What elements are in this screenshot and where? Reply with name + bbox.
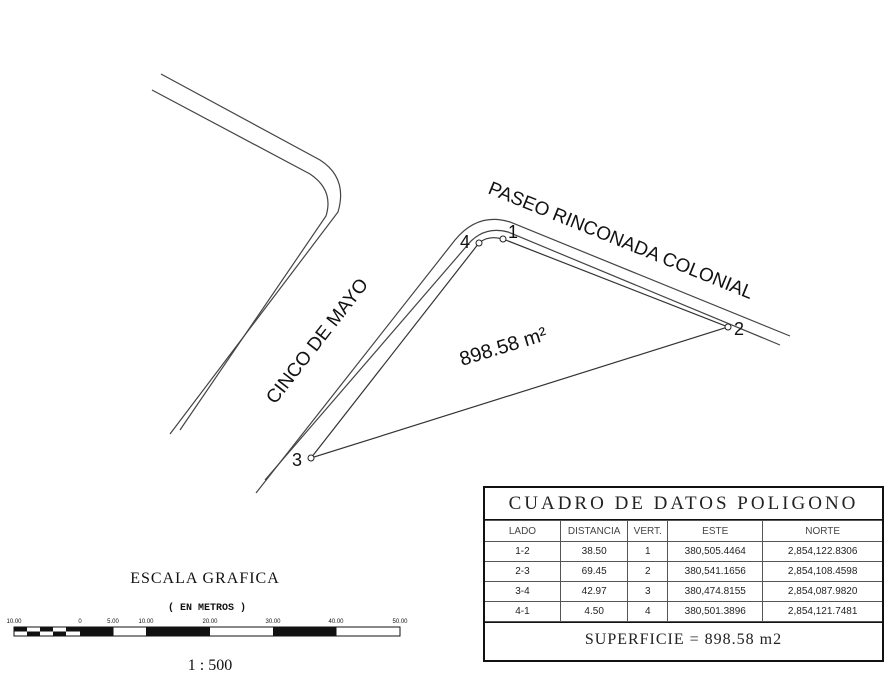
vertex-marker-3: [307, 454, 315, 462]
table-title: CUADRO DE DATOS POLIGONO: [485, 488, 882, 520]
table-cell: 3-4: [485, 581, 561, 602]
street-label-cinco-de-mayo: CINCO DE MAYO: [262, 275, 373, 408]
table-cell: 1-2: [485, 541, 561, 562]
table-header-row: LADO DISTANCIA VERT. ESTE NORTE: [485, 520, 882, 542]
table-cell: 2,854,121.7481: [762, 601, 882, 622]
table-cell: 3: [627, 581, 669, 602]
vertex-marker-4: [475, 239, 483, 247]
vertex-label-4: 4: [460, 232, 470, 252]
coordinates-table: LADO DISTANCIA VERT. ESTE NORTE 1-2 38.5…: [485, 520, 882, 622]
column-header: VERT.: [627, 520, 669, 542]
table-cell: 2,854,108.4598: [762, 561, 882, 582]
table-row: 1-2 38.50 1 380,505.4464 2,854,122.8306: [485, 541, 882, 562]
scale-tick: 10.00: [6, 619, 22, 625]
table-cell: 38.50: [559, 541, 629, 562]
column-header: ESTE: [667, 520, 764, 542]
table-cell: 4-1: [485, 601, 561, 622]
table-cell: 2: [627, 561, 669, 582]
vertex-marker-2: [724, 323, 732, 331]
column-header: NORTE: [762, 520, 882, 542]
vertex-marker-1: [499, 235, 507, 243]
vertex-label-3: 3: [292, 450, 302, 470]
scale-tick: 50.00: [392, 619, 408, 625]
table-footer-area: SUPERFICIE = 898.58 m2: [485, 622, 882, 656]
scale-bar-subtitle: ( EN METROS ): [168, 602, 246, 614]
vertex-label-2: 2: [734, 319, 744, 339]
scale-bar: ESCALA GRAFICA ( EN METROS ) 10.00 0 5.0…: [6, 570, 408, 673]
table-cell: 2,854,122.8306: [762, 541, 882, 562]
polygon-data-table: CUADRO DE DATOS POLIGONO LADO DISTANCIA …: [483, 486, 884, 662]
scale-tick: 0: [78, 619, 82, 625]
table-cell: 4: [627, 601, 669, 622]
column-header: DISTANCIA: [559, 520, 629, 542]
table-cell: 2,854,087.9820: [762, 581, 882, 602]
scale-tick: 5.00: [107, 619, 119, 625]
table-row: 2-3 69.45 2 380,541.1656 2,854,108.4598: [485, 561, 882, 582]
street-cinco-de-mayo-lines: [151, 73, 342, 435]
scale-tick: 10.00: [138, 619, 154, 625]
scale-tick: 30.00: [265, 619, 281, 625]
table-cell: 380,474.8155: [667, 581, 764, 602]
scale-bar-title: ESCALA GRAFICA: [130, 570, 280, 587]
table-cell: 2-3: [485, 561, 561, 582]
table-cell: 1: [627, 541, 669, 562]
table-cell: 69.45: [559, 561, 629, 582]
table-cell: 380,541.1656: [667, 561, 764, 582]
table-row: 3-4 42.97 3 380,474.8155 2,854,087.9820: [485, 581, 882, 602]
column-header: LADO: [485, 520, 561, 542]
table-row: 4-1 4.50 4 380,501.3896 2,854,121.7481: [485, 601, 882, 622]
table-cell: 380,501.3896: [667, 601, 764, 622]
street-paseo-rinconada-lines: [255, 218, 791, 494]
scale-tick: 20.00: [202, 619, 218, 625]
lot-polygon: [307, 235, 732, 462]
vertex-label-1: 1: [508, 222, 518, 242]
scale-ratio: 1 : 500: [188, 657, 232, 673]
table-cell: 4.50: [559, 601, 629, 622]
table-cell: 380,505.4464: [667, 541, 764, 562]
table-cell: 42.97: [559, 581, 629, 602]
scale-tick: 40.00: [328, 619, 344, 625]
area-label: 898.58 m²: [457, 323, 550, 370]
